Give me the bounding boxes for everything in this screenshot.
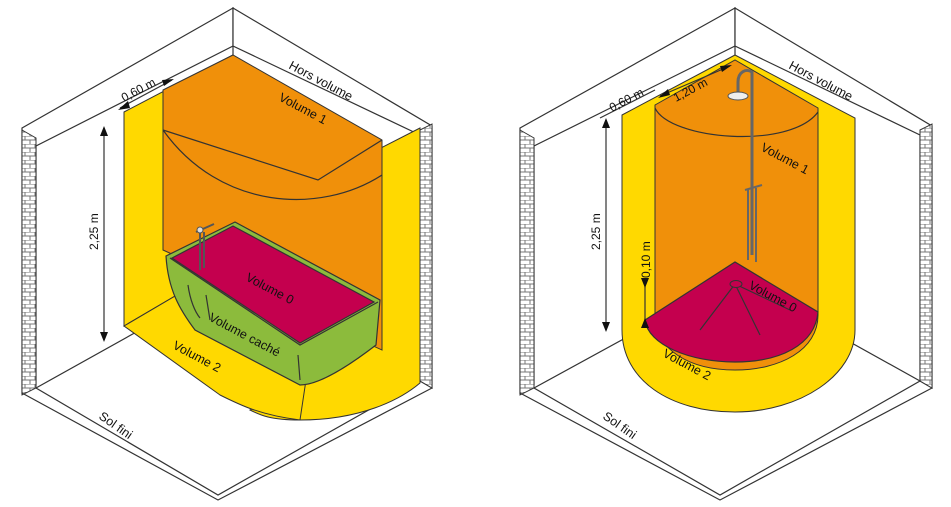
bath-right-brick <box>419 123 433 389</box>
shower-left-brick <box>519 129 535 396</box>
shower-drain-icon <box>729 280 743 288</box>
bath-dim-height: 2,25 m <box>87 213 101 250</box>
bath-volume-0 <box>170 225 376 344</box>
shower-diagram: Hors volume Volume 1 Volume 0 Volume 2 S… <box>519 6 933 501</box>
shower-right-brick <box>919 123 933 389</box>
bath-diagram: Hors volume Volume 1 Volume 0 Volume cac… <box>21 6 433 501</box>
bath-left-brick <box>21 129 37 396</box>
shower-head-icon <box>736 68 754 255</box>
shower-volume-0 <box>644 261 819 363</box>
shower-dim-tray: 0,10 m <box>639 241 653 278</box>
shower-dim-height: 2,25 m <box>589 213 603 250</box>
